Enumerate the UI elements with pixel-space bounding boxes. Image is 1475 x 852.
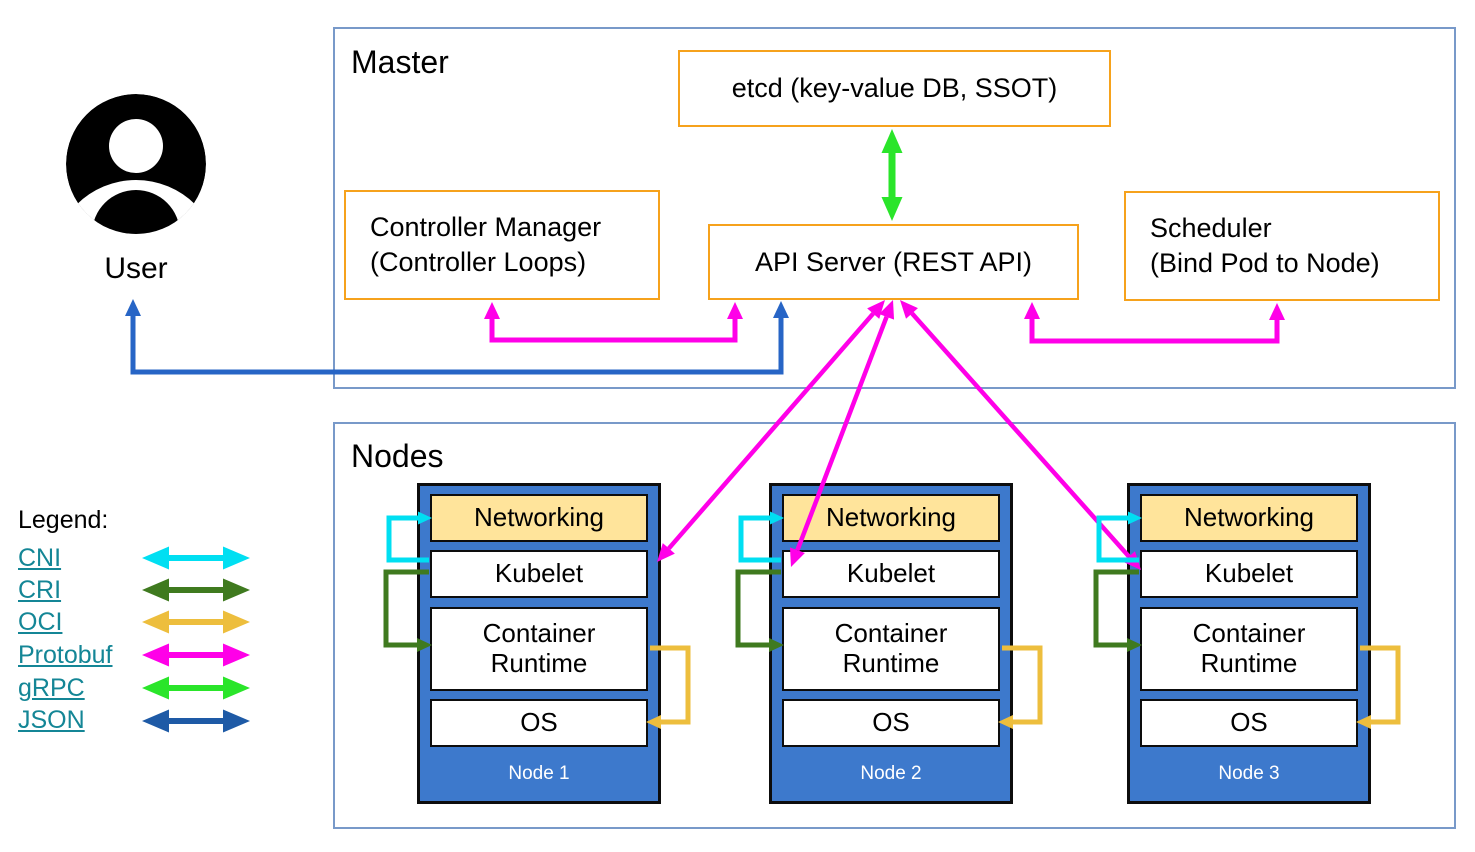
legend-link-cri[interactable]: CRI xyxy=(18,576,62,604)
node3-os: OS xyxy=(1140,699,1358,747)
scheduler-box: Scheduler (Bind Pod to Node) xyxy=(1124,191,1440,301)
legend-arrow-oci xyxy=(142,610,250,634)
node2-container-runtime: Container Runtime xyxy=(782,607,1000,691)
node2-networking: Networking xyxy=(782,494,1000,542)
etcd-box: etcd (key-value DB, SSOT) xyxy=(678,50,1111,127)
legend-link-cni[interactable]: CNI xyxy=(18,544,62,572)
scheduler-label-line2: (Bind Pod to Node) xyxy=(1150,248,1380,278)
node3-networking: Networking xyxy=(1140,494,1358,542)
nodes-label: Nodes xyxy=(351,438,444,474)
api-server-label: API Server (REST API) xyxy=(754,246,1033,277)
api-server-box: API Server (REST API) xyxy=(708,224,1079,300)
legend-arrow-json xyxy=(142,709,250,733)
node2-kubelet: Kubelet xyxy=(782,550,1000,598)
legend-link-protobuf[interactable]: Protobuf xyxy=(18,641,113,669)
legend-arrow-cri xyxy=(142,578,250,602)
controller-manager-label-line2: (Controller Loops) xyxy=(370,247,587,277)
etcd-label: etcd (key-value DB, SSOT) xyxy=(731,73,1058,104)
node3-kubelet: Kubelet xyxy=(1140,550,1358,598)
controller-manager-label-line1: Controller Manager xyxy=(370,212,602,243)
node1-container-runtime: Container Runtime xyxy=(430,607,648,691)
master-label: Master xyxy=(351,44,449,80)
node1-networking: Networking xyxy=(430,494,648,542)
legend-link-json[interactable]: JSON xyxy=(18,706,85,734)
user-icon xyxy=(66,94,206,234)
node-1: Networking Kubelet Container Runtime OS … xyxy=(417,483,661,804)
node2-os: OS xyxy=(782,699,1000,747)
node1-kubelet: Kubelet xyxy=(430,550,648,598)
controller-manager-box: Controller Manager (Controller Loops) xyxy=(344,190,660,300)
legend-title: Legend: xyxy=(18,506,109,534)
node-2: Networking Kubelet Container Runtime OS … xyxy=(769,483,1013,804)
legend-link-grpc[interactable]: gRPC xyxy=(18,674,85,702)
user-label: User xyxy=(104,252,168,285)
legend-link-oci[interactable]: OCI xyxy=(18,608,63,636)
legend-arrow-grpc xyxy=(142,676,250,700)
node1-title: Node 1 xyxy=(508,763,570,784)
node1-os: OS xyxy=(430,699,648,747)
node3-container-runtime: Container Runtime xyxy=(1140,607,1358,691)
legend-arrow-protobuf xyxy=(142,643,250,667)
node-3: Networking Kubelet Container Runtime OS … xyxy=(1127,483,1371,804)
node3-title: Node 3 xyxy=(1218,763,1280,784)
scheduler-label-line1: Scheduler xyxy=(1150,213,1272,244)
legend-arrow-cni xyxy=(142,546,250,570)
node2-title: Node 2 xyxy=(860,763,922,784)
